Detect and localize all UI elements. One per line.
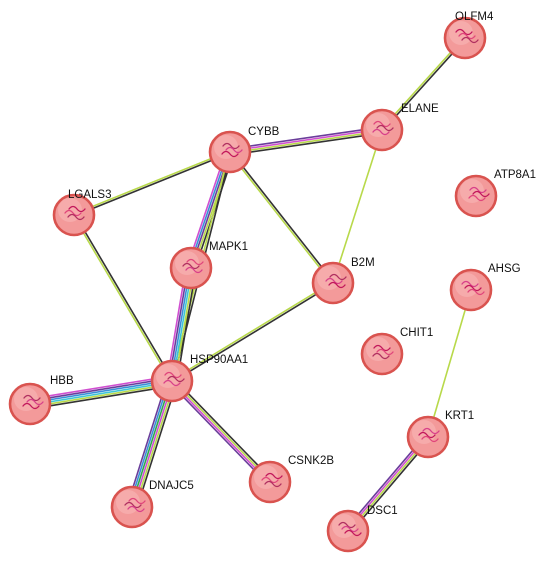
- node-label: HSP90AA1: [190, 354, 248, 366]
- protein-structure-icon: [261, 472, 283, 488]
- edge-evidence-line-yellow-green: [427, 289, 472, 438]
- node-label: AHSG: [488, 263, 521, 275]
- edge-evidence-line-black: [172, 283, 334, 383]
- node-dsc1[interactable]: DSC1: [326, 505, 398, 553]
- node-label: B2M: [351, 257, 375, 269]
- node-b2m[interactable]: B2M: [311, 257, 375, 305]
- node-label: CYBB: [248, 126, 280, 138]
- edge-evidence-line-magenta: [132, 381, 174, 508]
- node-highlight: [366, 113, 390, 137]
- edge-cybb-b2m[interactable]: [228, 150, 335, 285]
- node-chit1[interactable]: CHIT1: [360, 327, 433, 376]
- edge-evidence-line-purple: [169, 382, 269, 485]
- node-label: KRT1: [445, 410, 474, 422]
- node-lgals3[interactable]: LGALS3: [52, 189, 111, 237]
- protein-structure-icon: [182, 258, 204, 274]
- edge-evidence-line-purple: [126, 379, 168, 506]
- edge-ahsg-krt1[interactable]: [427, 289, 472, 438]
- node-label: CHIT1: [400, 327, 433, 339]
- protein-structure-icon: [468, 186, 490, 202]
- edge-hsp90aa1-dnajc5[interactable]: [126, 379, 178, 509]
- edge-evidence-line-black: [230, 132, 383, 156]
- node-atp8a1[interactable]: ATP8A1: [454, 169, 536, 218]
- node-label: MAPK1: [209, 241, 248, 253]
- protein-structure-icon: [64, 205, 86, 221]
- edge-evidence-line-black: [230, 150, 335, 283]
- edge-evidence-line-black: [74, 214, 174, 381]
- node-label: LGALS3: [68, 189, 111, 201]
- edge-evidence-line-magenta: [170, 381, 270, 484]
- protein-structure-icon: [221, 142, 243, 158]
- edge-evidence-line-yellow-green: [228, 152, 333, 285]
- node-olfm4[interactable]: OLFM4: [443, 11, 494, 60]
- node-highlight: [332, 514, 356, 538]
- node-dnajc5[interactable]: DNAJC5: [110, 480, 194, 529]
- edge-evidence-line-yellow-green: [134, 381, 176, 509]
- edge-evidence-line-yellow-green: [172, 379, 272, 482]
- edge-evidence-line-blue: [128, 379, 170, 507]
- edge-evidence-line-magenta: [29, 375, 172, 400]
- protein-structure-icon: [325, 273, 347, 289]
- node-cybb[interactable]: CYBB: [208, 126, 280, 174]
- edge-evidence-line-yellow-green: [171, 281, 333, 381]
- node-mapk1[interactable]: MAPK1: [169, 241, 248, 290]
- edge-evidence-line-yellow-green: [30, 383, 173, 408]
- edge-elane-b2m[interactable]: [332, 129, 383, 284]
- node-label: DNAJC5: [149, 480, 194, 492]
- edge-cybb-lgals3[interactable]: [73, 150, 231, 217]
- edge-evidence-line-yellow-green: [230, 130, 383, 154]
- protein-structure-icon: [455, 28, 479, 44]
- edge-evidence-line-black: [136, 382, 178, 509]
- edge-evidence-line-black: [30, 385, 173, 410]
- node-highlight: [460, 179, 484, 203]
- edge-evidence-line-yellow-green: [72, 215, 172, 382]
- edge-b2m-hsp90aa1[interactable]: [171, 281, 334, 383]
- edge-evidence-line-green: [130, 380, 172, 507]
- protein-structure-icon: [22, 394, 44, 410]
- node-label: CSNK2B: [288, 455, 334, 467]
- node-highlight: [366, 337, 390, 361]
- node-krt1[interactable]: KRT1: [406, 410, 474, 459]
- node-highlight: [449, 21, 473, 45]
- protein-structure-icon: [338, 521, 362, 537]
- node-ahsg[interactable]: AHSG: [449, 263, 521, 312]
- node-label: OLFM4: [455, 11, 494, 23]
- protein-structure-icon: [124, 497, 146, 513]
- node-hsp90aa1[interactable]: HSP90AA1: [150, 354, 248, 403]
- edge-hsp90aa1-hbb[interactable]: [29, 375, 173, 410]
- edge-evidence-line-black: [74, 152, 231, 217]
- edge-evidence-line-blue: [29, 379, 172, 404]
- node-elane[interactable]: ELANE: [360, 103, 439, 152]
- protein-structure-icon: [461, 280, 485, 296]
- edge-evidence-line-purple: [29, 377, 172, 402]
- node-label: DSC1: [367, 505, 398, 517]
- protein-structure-icon: [372, 120, 394, 136]
- edge-evidence-line-black: [173, 378, 273, 481]
- edge-hsp90aa1-csnk2b[interactable]: [169, 378, 273, 485]
- protein-structure-icon: [163, 371, 185, 387]
- node-highlight: [14, 387, 38, 411]
- node-label: ELANE: [401, 103, 439, 115]
- node-label: HBB: [50, 375, 74, 387]
- node-highlight: [156, 364, 180, 388]
- node-highlight: [214, 135, 238, 159]
- node-highlight: [455, 273, 479, 297]
- edge-lgals3-hsp90aa1[interactable]: [72, 214, 174, 382]
- edge-evidence-line-purple: [229, 126, 382, 150]
- protein-structure-icon: [418, 427, 440, 443]
- node-hbb[interactable]: HBB: [8, 375, 74, 426]
- protein-structure-icon: [372, 344, 394, 360]
- edge-evidence-line-cyan: [30, 381, 173, 406]
- node-label: ATP8A1: [494, 169, 536, 181]
- edge-evidence-line-magenta: [229, 128, 382, 152]
- edge-evidence-line-yellow-green: [73, 150, 230, 215]
- edge-evidence-line-yellow-green: [332, 129, 383, 284]
- edge-elane-cybb[interactable]: [229, 126, 383, 156]
- node-csnk2b[interactable]: CSNK2B: [248, 455, 334, 504]
